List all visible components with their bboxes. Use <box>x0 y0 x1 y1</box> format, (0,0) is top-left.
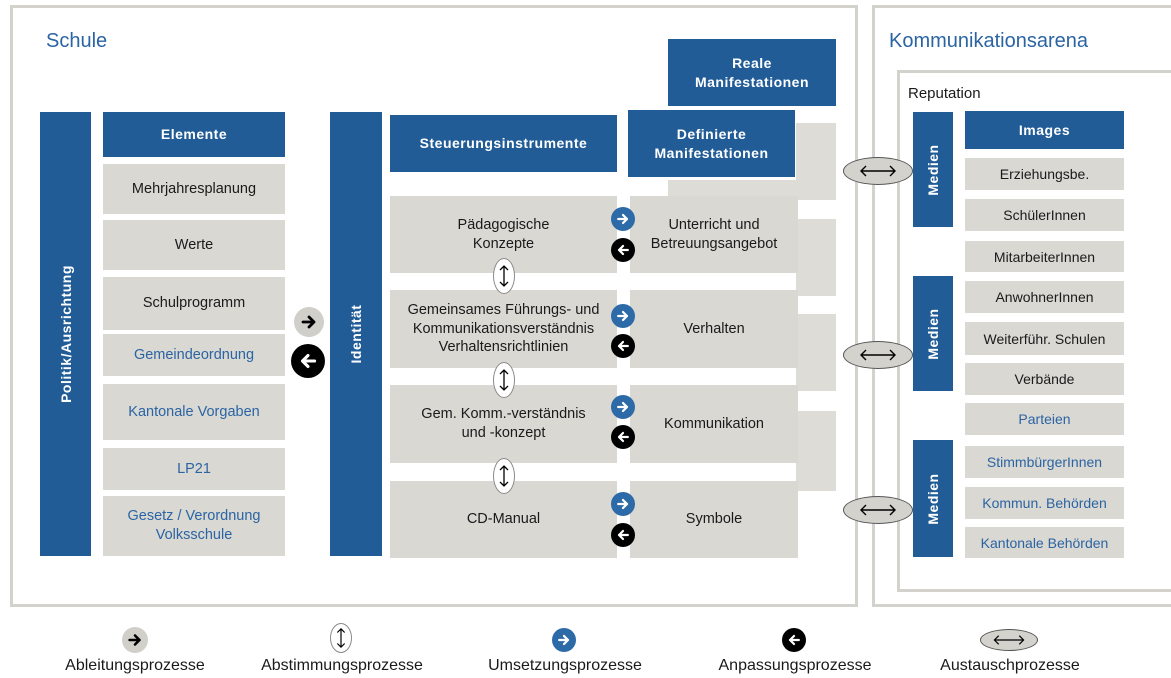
image-group-box: Verbände <box>965 363 1124 395</box>
reale-manifestationen-header: Reale Manifestationen <box>668 39 836 106</box>
vertical-double-arrow-icon <box>493 362 515 398</box>
steuerungsinstrument-box: Gemeinsames Führungs- und Kommunikations… <box>390 290 617 368</box>
vertical-double-arrow-icon <box>493 258 515 294</box>
black-left-arrow-icon <box>611 425 635 449</box>
image-group-box: Parteien <box>965 403 1124 435</box>
steuerungsinstrument-box: Gem. Komm.-verständnis und -konzept <box>390 385 617 463</box>
image-group-box: AnwohnerInnen <box>965 281 1124 313</box>
vertical-double-arrow-icon <box>330 623 352 653</box>
images-header: Images <box>965 111 1124 149</box>
element-box: Mehrjahresplanung <box>103 164 285 214</box>
reale-manifestation-box <box>795 410 837 492</box>
horizontal-double-arrow-icon <box>843 341 913 369</box>
definierte-manifestation-box: Kommunikation <box>630 385 798 463</box>
legend-label: Ableitungsprozesse <box>65 657 205 674</box>
identitaet-label: Identität <box>348 304 364 364</box>
legend-label: Austauschprozesse <box>940 657 1080 674</box>
image-group-box: Kommun. Behörden <box>965 487 1124 519</box>
image-group-box: SchülerInnen <box>965 199 1124 231</box>
blue-right-arrow-icon <box>611 207 635 231</box>
image-group-box: Weiterführ. Schulen <box>965 322 1124 355</box>
gray-right-arrow-icon <box>294 307 324 337</box>
medien-label: Medien <box>925 307 941 360</box>
definierte-manifestation-box: Verhalten <box>630 290 798 368</box>
legend-label: Umsetzungsprozesse <box>488 657 642 674</box>
blue-right-arrow-icon <box>611 395 635 419</box>
gray-right-arrow-icon <box>122 627 148 653</box>
image-group-box: Erziehungsbe. <box>965 158 1124 190</box>
reale-manifestation-box <box>795 122 837 201</box>
element-box: Gesetz / Verordnung Volksschule <box>103 496 285 556</box>
horizontal-double-arrow-icon <box>843 157 913 185</box>
medien-label: Medien <box>925 472 941 525</box>
element-box: Werte <box>103 220 285 270</box>
blue-right-arrow-icon <box>611 304 635 328</box>
horizontal-double-arrow-icon <box>980 629 1038 651</box>
medien-bar: Medien <box>913 112 953 227</box>
reale-manifestation-box <box>795 218 837 297</box>
legend-label: Abstimmungsprozesse <box>261 657 423 674</box>
black-left-arrow-icon <box>611 334 635 358</box>
blue-right-arrow-icon <box>552 628 576 652</box>
legend-label: Anpassungsprozesse <box>718 657 872 674</box>
element-box: Gemeindeordnung <box>103 334 285 376</box>
steuerungsinstrumente-header: Steuerungsinstrumente <box>390 115 617 172</box>
image-group-box: MitarbeiterInnen <box>965 241 1124 272</box>
image-group-box: StimmbürgerInnen <box>965 446 1124 478</box>
reale-manifestation-box <box>668 180 798 200</box>
politik-ausrichtung-label: Politik/Ausrichtung <box>57 265 74 403</box>
kommunikationsarena-title: Kommunikationsarena <box>889 30 1088 52</box>
horizontal-double-arrow-icon <box>843 496 913 524</box>
definierte-manifestationen-header: Definierte Manifestationen <box>628 110 795 177</box>
kommunikationsarena-frame <box>872 5 1171 607</box>
identitaet-bar: Identität <box>330 112 382 556</box>
elemente-header: Elemente <box>103 112 285 157</box>
schule-frame <box>10 5 858 607</box>
medien-bar: Medien <box>913 276 953 391</box>
steuerungsinstrument-box: CD-Manual <box>390 481 617 558</box>
reputation-frame <box>897 70 1171 592</box>
element-box: LP21 <box>103 448 285 490</box>
definierte-manifestation-box: Unterricht und Betreuungsangebot <box>630 196 798 273</box>
schule-title: Schule <box>46 30 108 52</box>
element-box: Schulprogramm <box>103 277 285 330</box>
black-left-arrow-icon <box>782 628 806 652</box>
element-box: Kantonale Vorgaben <box>103 384 285 440</box>
black-left-arrow-icon <box>611 523 635 547</box>
medien-label: Medien <box>925 143 941 196</box>
reale-manifestation-box <box>795 313 837 392</box>
definierte-manifestation-box: Symbole <box>630 481 798 558</box>
politik-ausrichtung-bar: Politik/Ausrichtung <box>40 112 91 556</box>
medien-bar: Medien <box>913 440 953 557</box>
black-left-arrow-icon <box>611 238 635 262</box>
blue-right-arrow-icon <box>611 492 635 516</box>
vertical-double-arrow-icon <box>493 458 515 494</box>
reputation-label: Reputation <box>908 85 981 102</box>
black-left-arrow-icon <box>291 344 325 378</box>
image-group-box: Kantonale Behörden <box>965 527 1124 558</box>
